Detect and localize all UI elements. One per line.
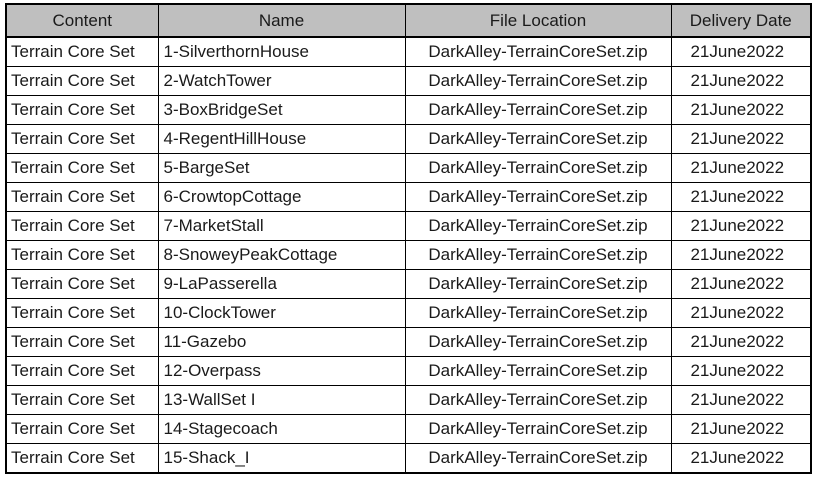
asset-delivery-table: Content Name File Location Delivery Date… [5, 3, 812, 474]
cell-content: Terrain Core Set [5, 414, 159, 444]
cell-content: Terrain Core Set [5, 443, 159, 474]
cell-file-location: DarkAlley-TerrainCoreSet.zip [404, 211, 672, 241]
cell-name: 10-ClockTower [157, 298, 406, 328]
cell-file-location: DarkAlley-TerrainCoreSet.zip [404, 356, 672, 386]
table-header: Content Name File Location Delivery Date [5, 3, 812, 38]
cell-delivery-date: 21June2022 [670, 95, 812, 125]
cell-file-location: DarkAlley-TerrainCoreSet.zip [404, 124, 672, 154]
cell-delivery-date: 21June2022 [670, 182, 812, 212]
cell-content: Terrain Core Set [5, 36, 159, 67]
cell-file-location: DarkAlley-TerrainCoreSet.zip [404, 385, 672, 415]
cell-content: Terrain Core Set [5, 153, 159, 183]
cell-name: 14-Stagecoach [157, 414, 406, 444]
cell-content: Terrain Core Set [5, 327, 159, 357]
cell-file-location: DarkAlley-TerrainCoreSet.zip [404, 66, 672, 96]
cell-name: 12-Overpass [157, 356, 406, 386]
cell-name: 4-RegentHillHouse [157, 124, 406, 154]
cell-name: 1-SilverthornHouse [157, 36, 406, 67]
cell-file-location: DarkAlley-TerrainCoreSet.zip [404, 298, 672, 328]
cell-delivery-date: 21June2022 [670, 211, 812, 241]
cell-delivery-date: 21June2022 [670, 414, 812, 444]
cell-name: 13-WallSet I [157, 385, 406, 415]
cell-delivery-date: 21June2022 [670, 385, 812, 415]
cell-name: 3-BoxBridgeSet [157, 95, 406, 125]
cell-file-location: DarkAlley-TerrainCoreSet.zip [404, 443, 672, 474]
column-header-file-location[interactable]: File Location [404, 3, 672, 38]
cell-file-location: DarkAlley-TerrainCoreSet.zip [404, 240, 672, 270]
cell-delivery-date: 21June2022 [670, 443, 812, 474]
cell-content: Terrain Core Set [5, 124, 159, 154]
cell-file-location: DarkAlley-TerrainCoreSet.zip [404, 414, 672, 444]
cell-name: 15-Shack_I [157, 443, 406, 474]
cell-delivery-date: 21June2022 [670, 269, 812, 299]
cell-name: 7-MarketStall [157, 211, 406, 241]
cell-content: Terrain Core Set [5, 240, 159, 270]
cell-name: 6-CrowtopCottage [157, 182, 406, 212]
cell-file-location: DarkAlley-TerrainCoreSet.zip [404, 327, 672, 357]
cell-name: 9-LaPasserella [157, 269, 406, 299]
cell-content: Terrain Core Set [5, 66, 159, 96]
cell-file-location: DarkAlley-TerrainCoreSet.zip [404, 153, 672, 183]
cell-delivery-date: 21June2022 [670, 36, 812, 67]
cell-delivery-date: 21June2022 [670, 327, 812, 357]
cell-delivery-date: 21June2022 [670, 124, 812, 154]
cell-file-location: DarkAlley-TerrainCoreSet.zip [404, 36, 672, 67]
column-header-name[interactable]: Name [157, 3, 406, 38]
cell-content: Terrain Core Set [5, 298, 159, 328]
cell-delivery-date: 21June2022 [670, 153, 812, 183]
cell-name: 5-BargeSet [157, 153, 406, 183]
cell-name: 11-Gazebo [157, 327, 406, 357]
cell-name: 8-SnoweyPeakCottage [157, 240, 406, 270]
cell-content: Terrain Core Set [5, 385, 159, 415]
cell-content: Terrain Core Set [5, 211, 159, 241]
cell-file-location: DarkAlley-TerrainCoreSet.zip [404, 95, 672, 125]
column-header-delivery-date[interactable]: Delivery Date [670, 3, 812, 38]
cell-file-location: DarkAlley-TerrainCoreSet.zip [404, 269, 672, 299]
cell-file-location: DarkAlley-TerrainCoreSet.zip [404, 182, 672, 212]
cell-content: Terrain Core Set [5, 95, 159, 125]
cell-delivery-date: 21June2022 [670, 298, 812, 328]
cell-delivery-date: 21June2022 [670, 356, 812, 386]
cell-content: Terrain Core Set [5, 269, 159, 299]
column-header-content[interactable]: Content [5, 3, 159, 38]
table-header-row: Content Name File Location Delivery Date [5, 3, 812, 38]
cell-content: Terrain Core Set [5, 182, 159, 212]
cell-content: Terrain Core Set [5, 356, 159, 386]
cell-delivery-date: 21June2022 [670, 66, 812, 96]
cell-name: 2-WatchTower [157, 66, 406, 96]
cell-delivery-date: 21June2022 [670, 240, 812, 270]
